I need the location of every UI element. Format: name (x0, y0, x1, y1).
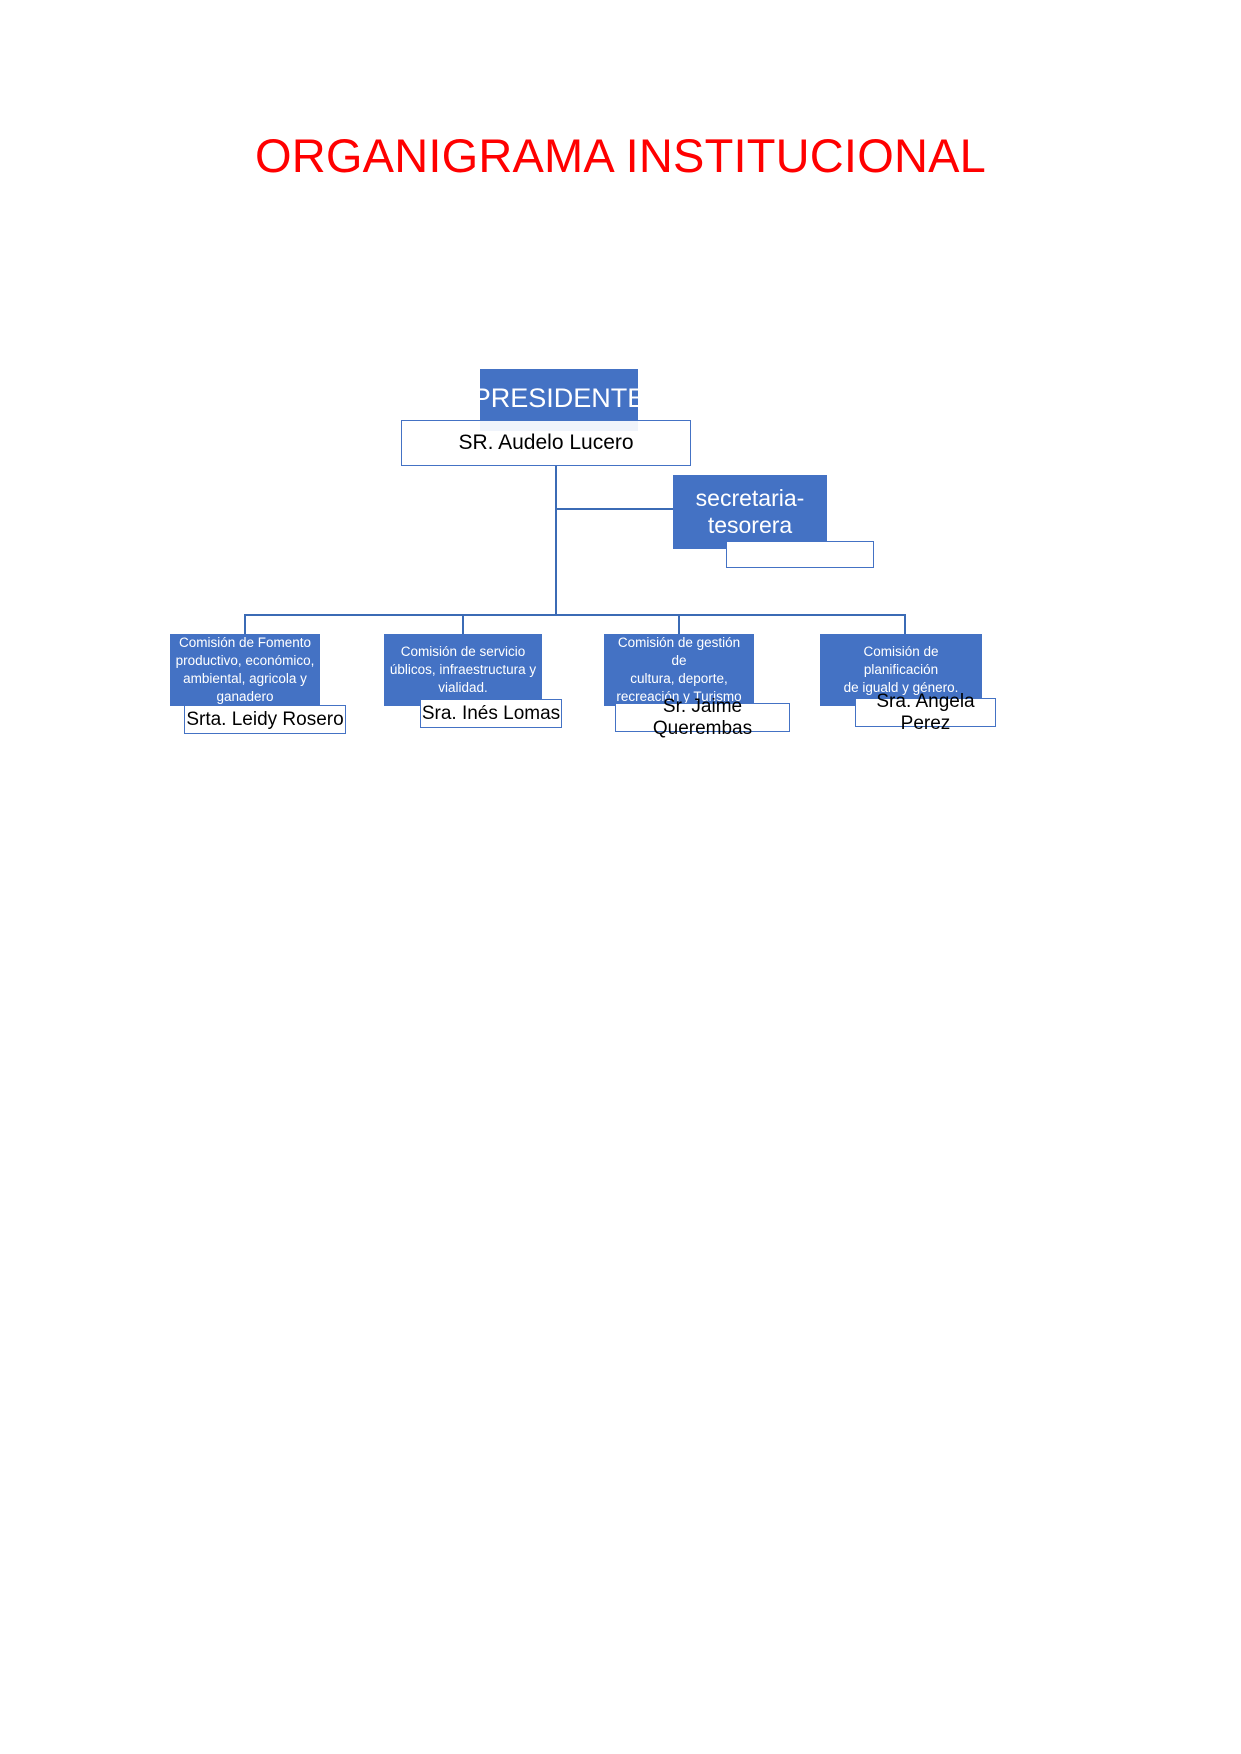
commission-3-line-1: Comisión de gestión de (617, 635, 741, 669)
commission-1-line-3: ambiental, agricola y (183, 671, 307, 686)
node-commission-3-name[interactable]: Sr. Jaime Querembas (615, 696, 790, 739)
connector-drop-1 (244, 614, 246, 635)
commission-1-line-1: Comisión de Fomento (178, 635, 312, 651)
connector-president-trunk (555, 466, 557, 615)
connector-drop-4 (904, 614, 906, 635)
connector-secretary-branch (555, 508, 677, 510)
commission-3-line-3: recreación y Turismo (616, 688, 742, 704)
commission-3-line-2: cultura, deporte, (630, 671, 728, 686)
connector-drop-3 (678, 614, 680, 635)
node-secretary-role[interactable]: secretaria- tesorera (673, 475, 827, 549)
secretary-role-line-2: tesorera (707, 512, 793, 538)
node-commission-2-name[interactable]: Sra. Inés Lomas (420, 699, 562, 728)
node-president-name[interactable]: SR. Audelo Lucero (401, 420, 691, 466)
commission-1-line-2: productivo, económico, (175, 653, 315, 669)
node-commission-3-role[interactable]: Comisión de gestión de cultura, deporte,… (604, 634, 754, 706)
commission-4-line-2: de iguald y género. (843, 679, 959, 695)
connector-commission-bus (244, 614, 906, 616)
node-commission-1-name[interactable]: Srta. Leidy Rosero (184, 705, 346, 734)
commission-4-line-1: Comisión de planificación (863, 644, 939, 678)
connector-drop-2 (462, 614, 464, 635)
node-commission-4-name[interactable]: Sra. Angela Perez (855, 691, 996, 734)
page-title: ORGANIGRAMA INSTITUCIONAL (255, 129, 986, 182)
secretary-role-line-1: secretaria- (695, 484, 805, 511)
node-secretary-name[interactable] (726, 541, 874, 568)
node-commission-1-role[interactable]: Comisión de Fomento productivo, económic… (170, 634, 320, 706)
node-commission-2-role[interactable]: Comisión de servicio úblicos, infraestru… (384, 634, 542, 706)
commission-2-line-3: vialidad. (438, 679, 488, 695)
commission-2-line-1: Comisión de servicio (400, 644, 526, 660)
commission-2-line-2: úblicos, infraestructura y (389, 662, 537, 678)
node-commission-4-role[interactable]: Comisión de planificación de iguald y gé… (820, 634, 982, 706)
commission-1-line-4: ganadero (216, 688, 274, 704)
